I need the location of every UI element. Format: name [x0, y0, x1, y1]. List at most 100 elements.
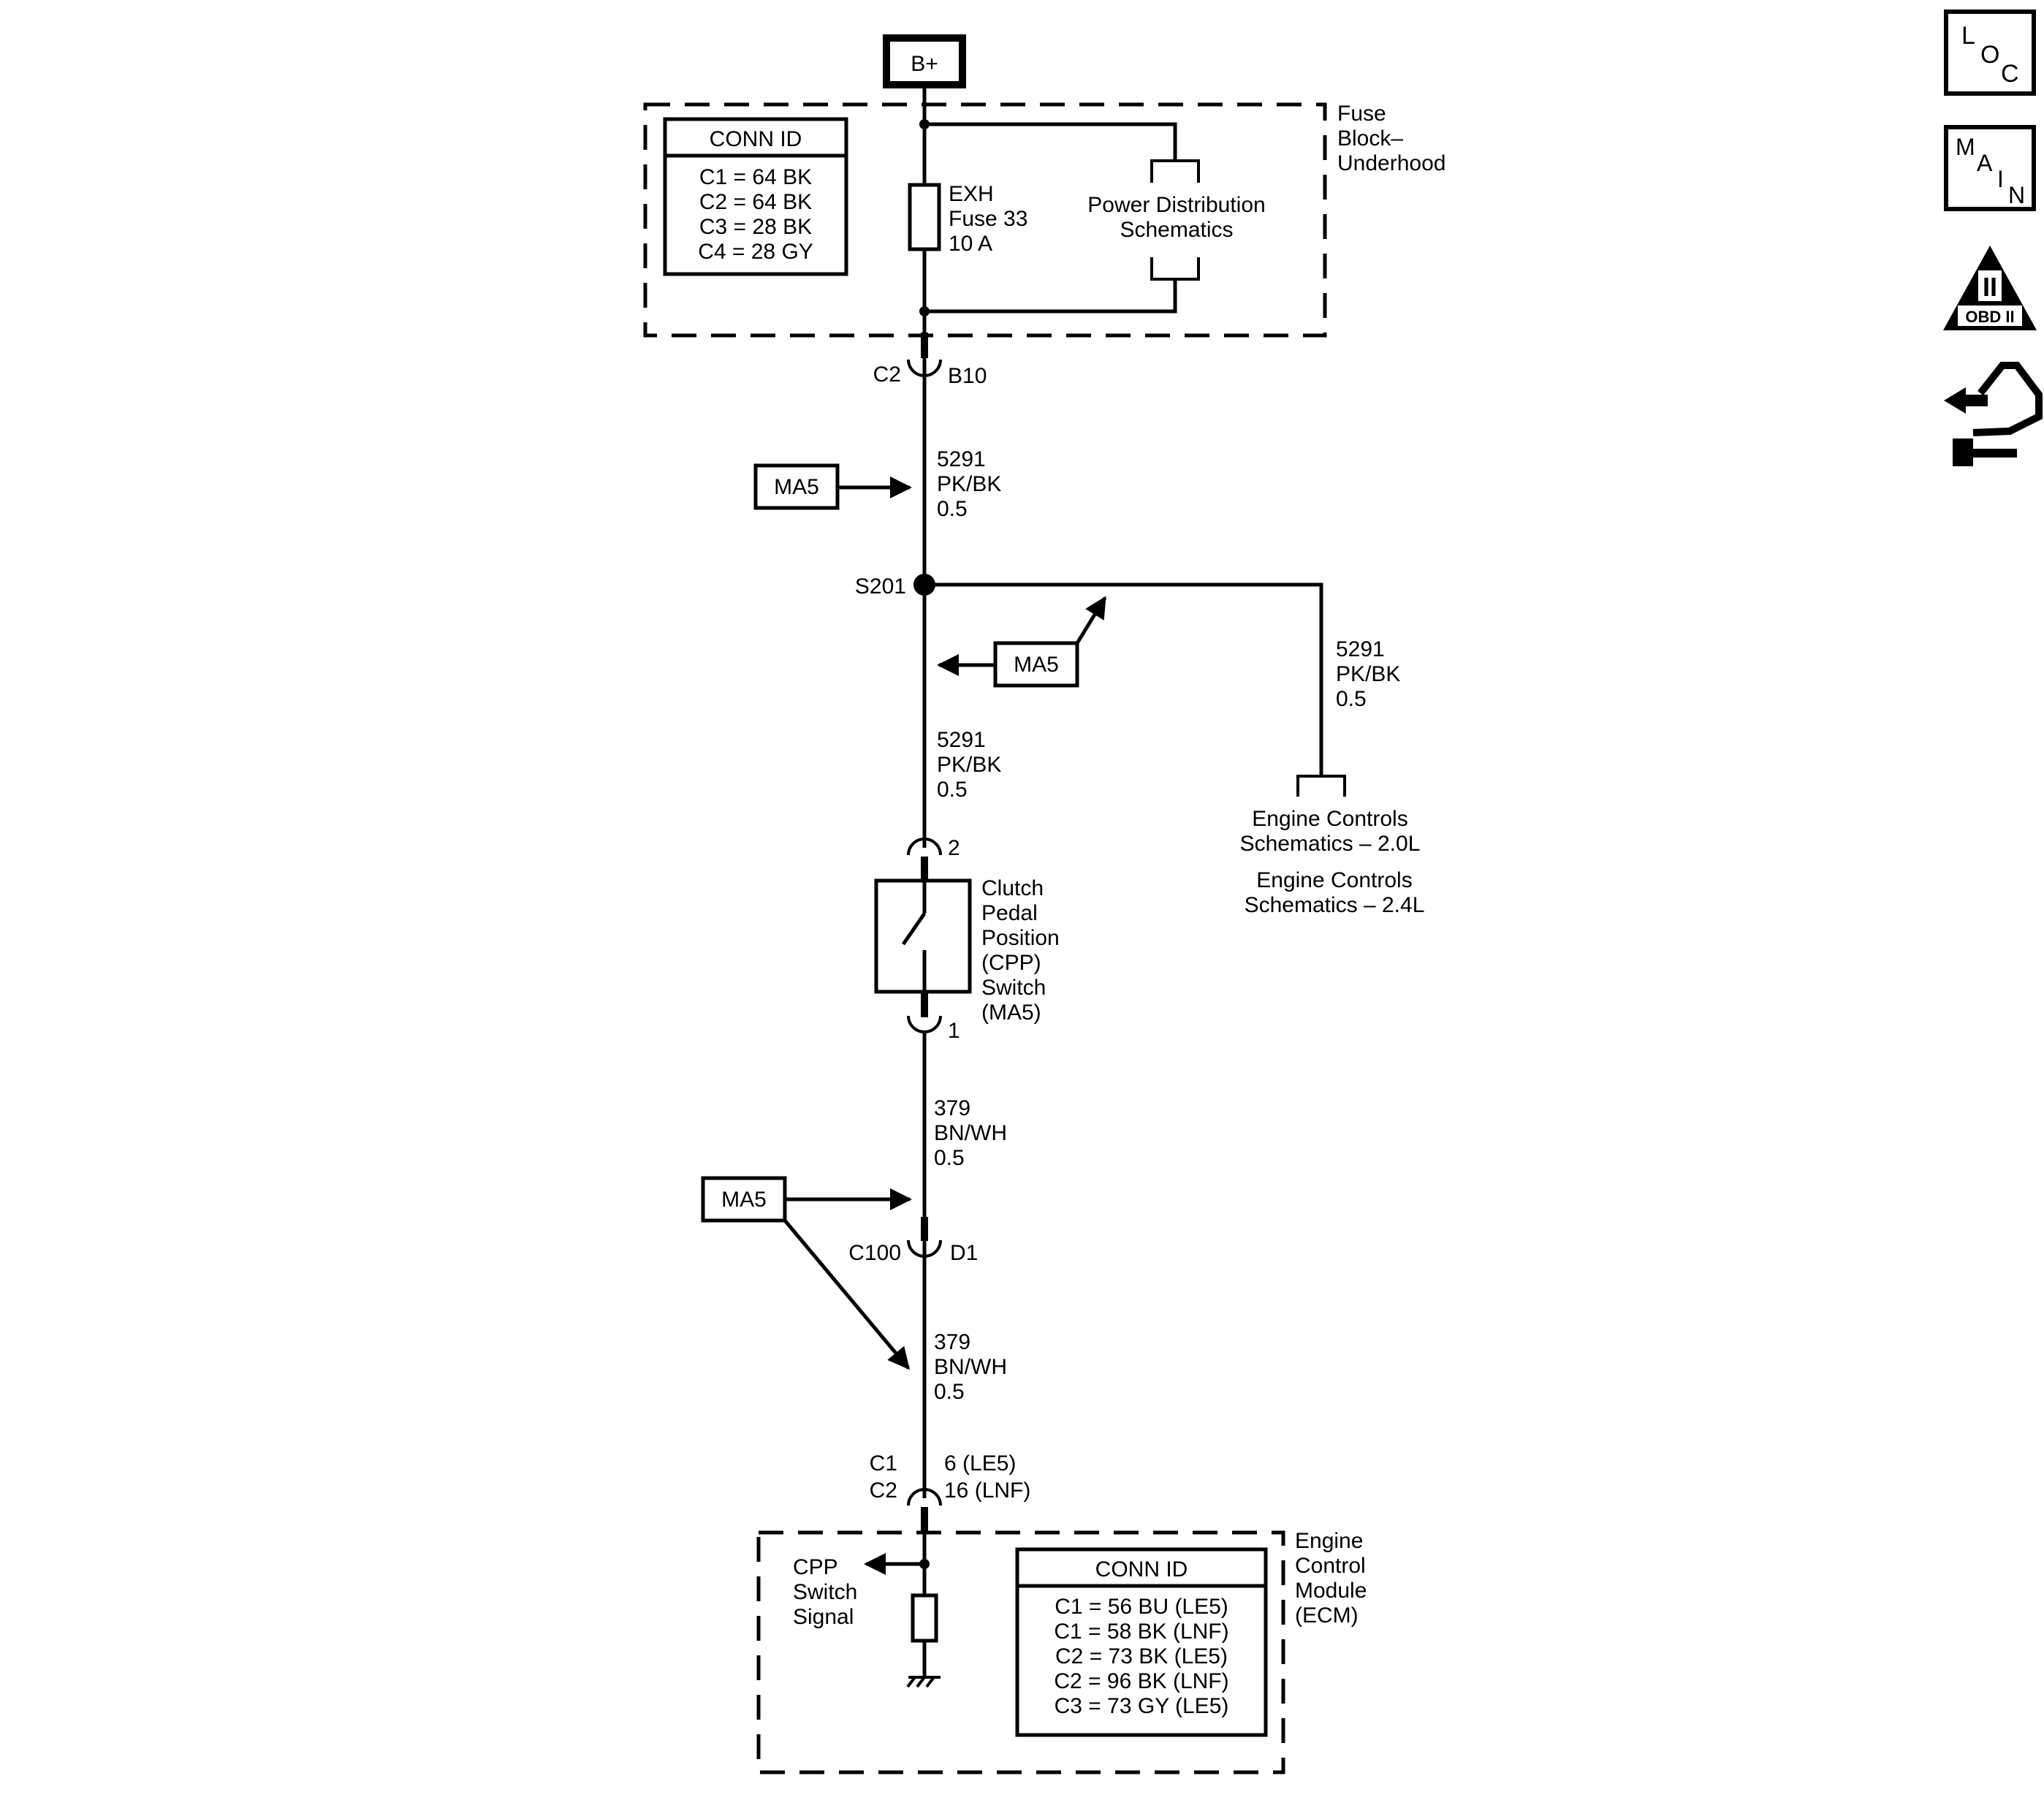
- cpp-pin-1-connector: [907, 1015, 942, 1033]
- conn-id-row: C1 = 56 BU (LE5): [1055, 1595, 1228, 1619]
- wire-lower2-circuit: 379: [934, 1330, 970, 1354]
- cpp-switch-label: (CPP): [981, 951, 1041, 975]
- bus-bottom: [924, 281, 1177, 314]
- wire-lower1-color: BN/WH: [934, 1121, 1007, 1145]
- wire-mid-gauge: 0.5: [937, 778, 968, 802]
- ecm-connector-right: 16 (LNF): [944, 1478, 1030, 1503]
- wire-branch-engine-controls: [924, 582, 1323, 775]
- wire-lower2-gauge: 0.5: [934, 1380, 965, 1404]
- fuse-block-title-2: Block–: [1337, 126, 1403, 151]
- connector-c2-b10: C2 B10: [873, 359, 987, 388]
- wire-top-circuit: 5291: [937, 447, 986, 471]
- main-icon[interactable]: M A I N: [1944, 125, 2036, 211]
- conn-id-title: CONN ID: [710, 127, 802, 151]
- cpp-pin-2-connector: [907, 838, 942, 856]
- connector-c100-d1: C100 D1: [848, 1217, 978, 1265]
- bus-top: [924, 122, 1177, 159]
- splice-label: S201: [855, 574, 906, 599]
- fuse-label-1: EXH: [949, 182, 994, 206]
- engine-controls-line: Schematics – 2.0L: [1240, 832, 1421, 856]
- wire-top-gauge: 0.5: [937, 497, 968, 521]
- loc-letter: O: [1980, 41, 1999, 69]
- power-source-label: B+: [911, 52, 938, 76]
- option-tag-label: MA5: [721, 1188, 767, 1212]
- engine-controls-line: Schematics – 2.4L: [1245, 893, 1425, 917]
- conn-id-row: C2 = 96 BK (LNF): [1054, 1669, 1228, 1693]
- cpp-pin-2-label: 2: [948, 836, 960, 860]
- power-dist-connector-bottom: [1150, 257, 1200, 281]
- schematic-tools-icon[interactable]: [1944, 362, 2043, 466]
- fuse-label-3: 10 A: [949, 232, 992, 256]
- wire-branch-circuit: 5291: [1336, 637, 1385, 661]
- fuse-block-boundary: [643, 102, 1327, 338]
- conn-id-row: C2 = 64 BK: [699, 190, 812, 214]
- wire-lower1-circuit: 379: [934, 1096, 970, 1120]
- fuse-block-title-3: Underhood: [1337, 151, 1445, 175]
- engine-controls-connector: [1296, 775, 1346, 797]
- wire-branch-color: PK/BK: [1336, 662, 1400, 686]
- power-dist-label-1: Power Distribution: [1087, 193, 1265, 217]
- wire-mid-color: PK/BK: [937, 753, 1001, 777]
- wire-top-color: PK/BK: [937, 472, 1001, 496]
- cpp-switch: 2 1 Clutch Pedal Position (CPP) Switch (…: [874, 836, 1060, 1043]
- ecm-connector-right: 6 (LE5): [944, 1451, 1016, 1476]
- ecm-title: Engine: [1295, 1529, 1363, 1553]
- conn-id-row: C3 = 28 BK: [699, 215, 812, 239]
- ecm-connector-left: C2: [870, 1478, 897, 1503]
- main-letter: M: [1956, 134, 1975, 160]
- cpp-signal-label: Switch: [793, 1580, 857, 1604]
- cpp-signal-label: CPP: [793, 1555, 838, 1579]
- connector-c2-label: C2: [873, 362, 901, 387]
- cpp-switch-label: Pedal: [981, 901, 1038, 925]
- power-dist-connector-top: [1150, 159, 1200, 183]
- switch-contact-icon: [901, 912, 927, 946]
- wire-mid-circuit: 5291: [937, 728, 986, 752]
- fuse-block-title-1: Fuse: [1337, 102, 1386, 126]
- cpp-switch-label: Clutch: [981, 876, 1044, 900]
- conn-id-row: C4 = 28 GY: [698, 240, 813, 264]
- arrow-up-right-icon: [1075, 596, 1107, 645]
- conn-id-row: C2 = 73 BK (LE5): [1055, 1644, 1228, 1668]
- obd-label: OBD II: [1965, 308, 2014, 326]
- conn-id-row: C1 = 58 BK (LNF): [1054, 1620, 1228, 1644]
- ecm-title: (ECM): [1295, 1603, 1359, 1628]
- obd-mark: II: [1983, 272, 1997, 302]
- engine-controls-line: Engine Controls: [1256, 868, 1412, 892]
- engine-controls-line: Engine Controls: [1252, 807, 1407, 831]
- fuse-33: [908, 183, 941, 251]
- conn-id-row: C1 = 64 BK: [699, 165, 812, 189]
- power-source: B+: [883, 34, 966, 88]
- conn-id-row: C3 = 73 GY (LE5): [1055, 1694, 1229, 1718]
- connector-d1-label: D1: [950, 1241, 978, 1265]
- ecm-resistor: [911, 1593, 938, 1643]
- conn-id-title: CONN ID: [1095, 1557, 1188, 1582]
- ecm-boundary: [756, 1530, 1285, 1774]
- ecm-conn-id-table: CONN ID C1 = 56 BU (LE5) C1 = 58 BK (LNF…: [1015, 1547, 1268, 1737]
- fuse-block-conn-id-table: CONN ID C1 = 64 BK C2 = 64 BK C3 = 28 BK…: [663, 117, 848, 276]
- ecm-title: Control: [1295, 1554, 1366, 1578]
- ecm-title: Module: [1295, 1579, 1367, 1603]
- cpp-pin-1-label: 1: [948, 1019, 960, 1043]
- main-letter: N: [2008, 182, 2025, 208]
- fuse-block-underhood: Fuse Block– Underhood CONN ID C1 = 64 BK…: [643, 102, 1445, 338]
- ground-icon: [906, 1676, 941, 1688]
- connector-ecm: C1 C2 6 (LE5) 16 (LNF): [870, 1451, 1030, 1533]
- obd-ii-icon[interactable]: II OBD II: [1943, 246, 2037, 330]
- loc-letter: C: [2001, 60, 2019, 88]
- wire-lower1-gauge: 0.5: [934, 1146, 965, 1170]
- engine-controls-reference: Engine Controls Schematics – 2.0L Engine…: [1240, 807, 1425, 917]
- ecm-module: Engine Control Module (ECM) CPP Switch S…: [756, 1529, 1367, 1774]
- option-tag-ma5-1: MA5: [753, 463, 912, 510]
- loc-icon[interactable]: L O C: [1944, 10, 2036, 96]
- cpp-switch-label: Position: [981, 926, 1060, 950]
- cpp-switch-label: (MA5): [981, 1001, 1041, 1025]
- wire-branch-gauge: 0.5: [1336, 687, 1367, 711]
- cpp-switch-label: Switch: [981, 976, 1046, 1000]
- ecm-connector-left: C1: [870, 1451, 897, 1476]
- connector-c100-label: C100: [848, 1241, 901, 1265]
- option-tag-label: MA5: [1014, 653, 1059, 677]
- fuse-label-2: Fuse 33: [949, 207, 1027, 231]
- cpp-signal-label: Signal: [793, 1605, 854, 1629]
- connector-b10-label: B10: [948, 364, 987, 388]
- wire-lower2-color: BN/WH: [934, 1355, 1007, 1379]
